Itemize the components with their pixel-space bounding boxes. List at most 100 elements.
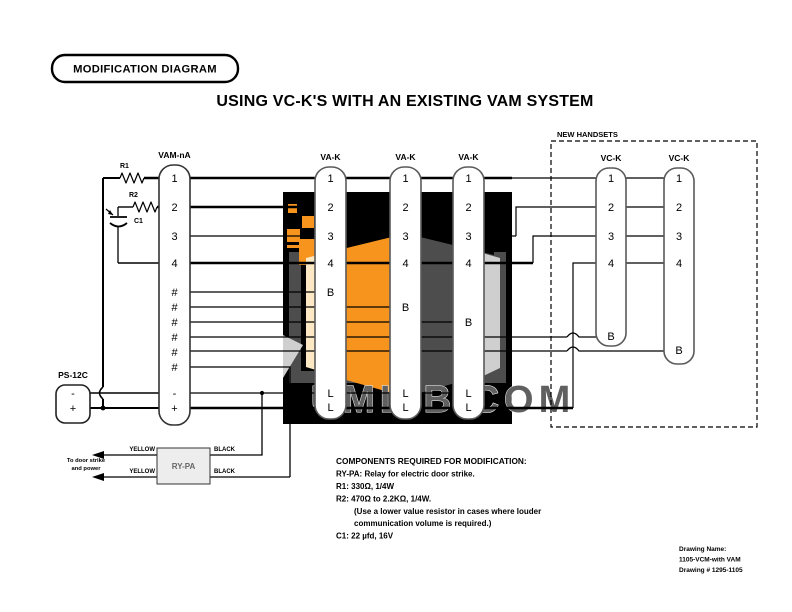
note-line: C1: 22 µfd, 16V — [336, 532, 394, 541]
terminal-label: L — [465, 402, 471, 414]
wire-hop — [566, 346, 679, 352]
resistor-r2 — [132, 201, 158, 213]
strip-title: VC-K — [669, 153, 691, 163]
terminal-label: B — [607, 331, 614, 343]
terminal-label: L — [327, 388, 333, 400]
strip-title: VA-K — [320, 152, 341, 162]
terminal-label: B — [465, 317, 472, 329]
terminal-strip-ps-12c: PS-12C - + — [55, 370, 91, 424]
new-handsets-box — [550, 140, 758, 428]
arrowhead-left — [92, 473, 104, 481]
wire-hop — [98, 386, 104, 400]
wire-hop — [566, 332, 611, 338]
drawing-info-line: 1105-VCM-with VAM — [679, 557, 741, 564]
strip-title: VA-K — [395, 152, 416, 162]
terminal-label: L — [402, 402, 408, 414]
drawing-info-line: Drawing Name: — [679, 546, 726, 553]
terminal-label: + — [171, 403, 177, 415]
terminal-label: 1 — [608, 173, 614, 185]
note-line: COMPONENTS REQUIRED FOR MODIFICATION: — [336, 456, 527, 466]
junction-dot — [100, 405, 106, 411]
header: MODIFICATION DIAGRAM USING VC-K'S WITH A… — [50, 53, 593, 110]
note-line: (Use a lower value resistor in cases whe… — [354, 507, 541, 516]
strip-title: VC-K — [601, 153, 623, 163]
resistor-r1 — [119, 172, 145, 184]
drawing-info-line: Drawing # 1295-1105 — [679, 567, 743, 574]
door-strike-note: and power — [72, 466, 102, 472]
terminal-label: 1 — [465, 173, 471, 185]
terminal-label: 1 — [676, 173, 682, 185]
components-note: COMPONENTS REQUIRED FOR MODIFICATION: RY… — [336, 456, 541, 541]
wire-color-label: BLACK — [214, 447, 236, 453]
terminal-label: # — [171, 347, 178, 359]
note-line: R2: 470Ω to 2.2KΩ, 1/4W. — [336, 495, 431, 504]
arrowhead-left — [92, 451, 104, 459]
c1-label: C1 — [134, 218, 143, 225]
strip-title: VA-K — [458, 152, 479, 162]
terminal-label: - — [173, 388, 177, 400]
badge-label: MODIFICATION DIAGRAM — [73, 64, 217, 76]
terminal-strips: VAM-nA1234######-+VA-K1234BLLVA-K1234BLL… — [55, 150, 695, 426]
terminal-label: + — [70, 403, 76, 415]
terminal-label: 4 — [608, 258, 614, 270]
terminal-label: 2 — [465, 202, 471, 214]
terminal-label: # — [171, 317, 178, 329]
terminal-label: 1 — [402, 173, 408, 185]
door-strike-note: To door strike — [67, 458, 106, 464]
terminal-label: 2 — [171, 202, 177, 214]
terminal-label: 4 — [402, 258, 408, 270]
terminal-label: B — [402, 302, 409, 314]
terminal-label: 2 — [676, 202, 682, 214]
terminal-label: # — [171, 302, 178, 314]
new-handsets-group: NEW HANDSETS — [550, 130, 758, 428]
modification-diagram-badge — [50, 53, 240, 84]
strip-title: PS-12C — [58, 370, 88, 380]
terminal-label: 4 — [171, 258, 177, 270]
terminal-label: # — [171, 362, 178, 374]
terminal-label: B — [675, 345, 682, 357]
terminal-label: 3 — [676, 231, 682, 243]
r1-label: R1 — [120, 163, 129, 170]
watermark-pixel — [287, 245, 302, 248]
strip-body — [158, 164, 191, 426]
terminal-label: L — [327, 402, 333, 414]
wire-color-label: BLACK — [214, 469, 236, 475]
terminal-label: 4 — [465, 258, 471, 270]
wire-color-label: YELLOW — [129, 447, 155, 453]
strip-body — [55, 384, 91, 424]
terminal-label: # — [171, 332, 178, 344]
terminal-label: L — [465, 388, 471, 400]
note-line: RY-PA: Relay for electric door strike. — [336, 470, 475, 479]
terminal-label: # — [171, 287, 178, 299]
wire-color-label: YELLOW — [129, 469, 155, 475]
terminal-label: 3 — [171, 231, 177, 243]
rypa-relay: RY-PA YELLOW YELLOW BLACK BLACK To door … — [67, 447, 236, 485]
terminal-label: L — [402, 388, 408, 400]
junction-dot — [259, 390, 265, 396]
strip-body — [663, 167, 695, 365]
page-title: USING VC-K'S WITH AN EXISTING VAM SYSTEM — [216, 93, 593, 110]
rypa-label: RY-PA — [172, 462, 196, 471]
terminal-label: 2 — [327, 202, 333, 214]
strip-title: VAM-nA — [158, 150, 190, 160]
terminal-label: 1 — [327, 173, 333, 185]
strip-body — [595, 167, 627, 347]
rypa-box — [156, 447, 211, 485]
terminal-label: - — [71, 388, 75, 400]
strip-body — [314, 166, 347, 420]
r2-label: R2 — [129, 192, 138, 199]
capacitor-c1 — [105, 207, 128, 263]
terminal-label: B — [327, 287, 334, 299]
note-line: communication volume is required.) — [354, 519, 492, 528]
watermark-pixel — [288, 204, 297, 213]
watermark-pixel — [302, 216, 314, 228]
terminal-label: 2 — [608, 202, 614, 214]
